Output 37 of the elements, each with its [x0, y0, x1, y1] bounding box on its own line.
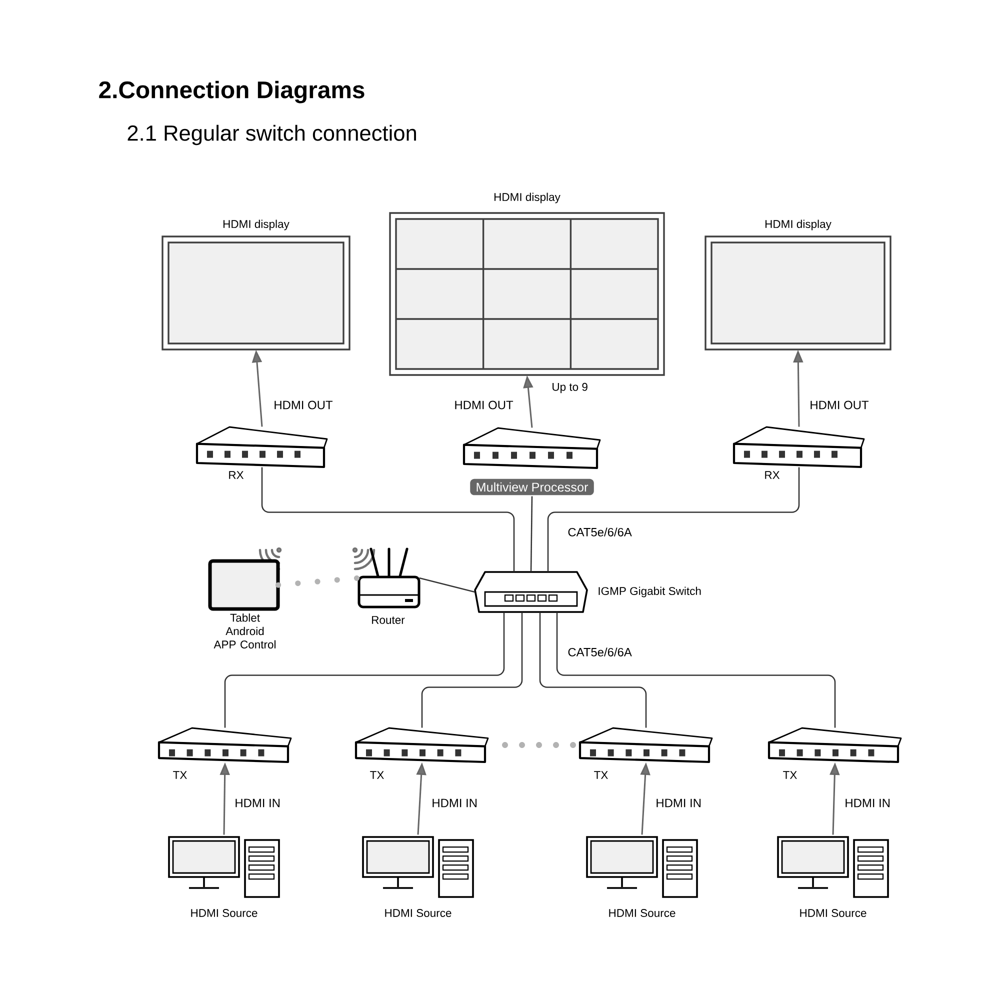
- edge-label: CAT5e/6/6A: [566, 526, 634, 538]
- display-label: HDMI display: [766, 220, 832, 230]
- edge-label: HDMI IN: [654, 798, 703, 809]
- edge-label: HDMI OUT: [808, 399, 870, 411]
- edge-label: HDMI OUT: [452, 399, 515, 411]
- device-label: Router: [372, 616, 405, 624]
- edge-label: HDMI IN: [233, 798, 282, 809]
- edge-label: CAT5e/6/6A: [566, 646, 634, 658]
- display-label: HDMI display: [494, 192, 560, 204]
- device-label: TX: [370, 771, 384, 779]
- dotted-link: [275, 575, 362, 588]
- cable-line: [419, 577, 475, 593]
- edge-label: HDMI OUT: [272, 399, 334, 411]
- cable-line: [530, 496, 533, 572]
- device-label: Tablet Android APP Control: [214, 614, 276, 648]
- cable-line: [556, 612, 836, 728]
- edge-label: HDMI IN: [430, 798, 479, 809]
- cable-line: [261, 467, 515, 572]
- device-label: HDMI Source: [800, 909, 866, 917]
- device-label: TX: [173, 771, 187, 779]
- device-label: IGMP Gigabit Switch: [598, 586, 701, 598]
- cable-line: [539, 612, 647, 728]
- heading: 2.Connection Diagrams: [99, 80, 364, 104]
- edge-label: HDMI IN: [843, 798, 892, 809]
- subheading: 2.1 Regular switch connection: [128, 124, 416, 146]
- device-label: RX: [765, 471, 780, 479]
- cable-line: [224, 612, 505, 728]
- cable-line: [421, 612, 523, 728]
- device-label: HDMI Source: [609, 909, 676, 917]
- cable-line: [547, 467, 800, 572]
- device-label: HDMI Source: [385, 909, 452, 917]
- device-label: TX: [594, 771, 608, 779]
- device-label: TX: [783, 771, 797, 779]
- display-label: HDMI display: [223, 220, 290, 230]
- device-label: RX: [229, 471, 244, 479]
- device-label: HDMI Source: [191, 909, 258, 917]
- processor-label: Multiview Processor: [470, 478, 594, 496]
